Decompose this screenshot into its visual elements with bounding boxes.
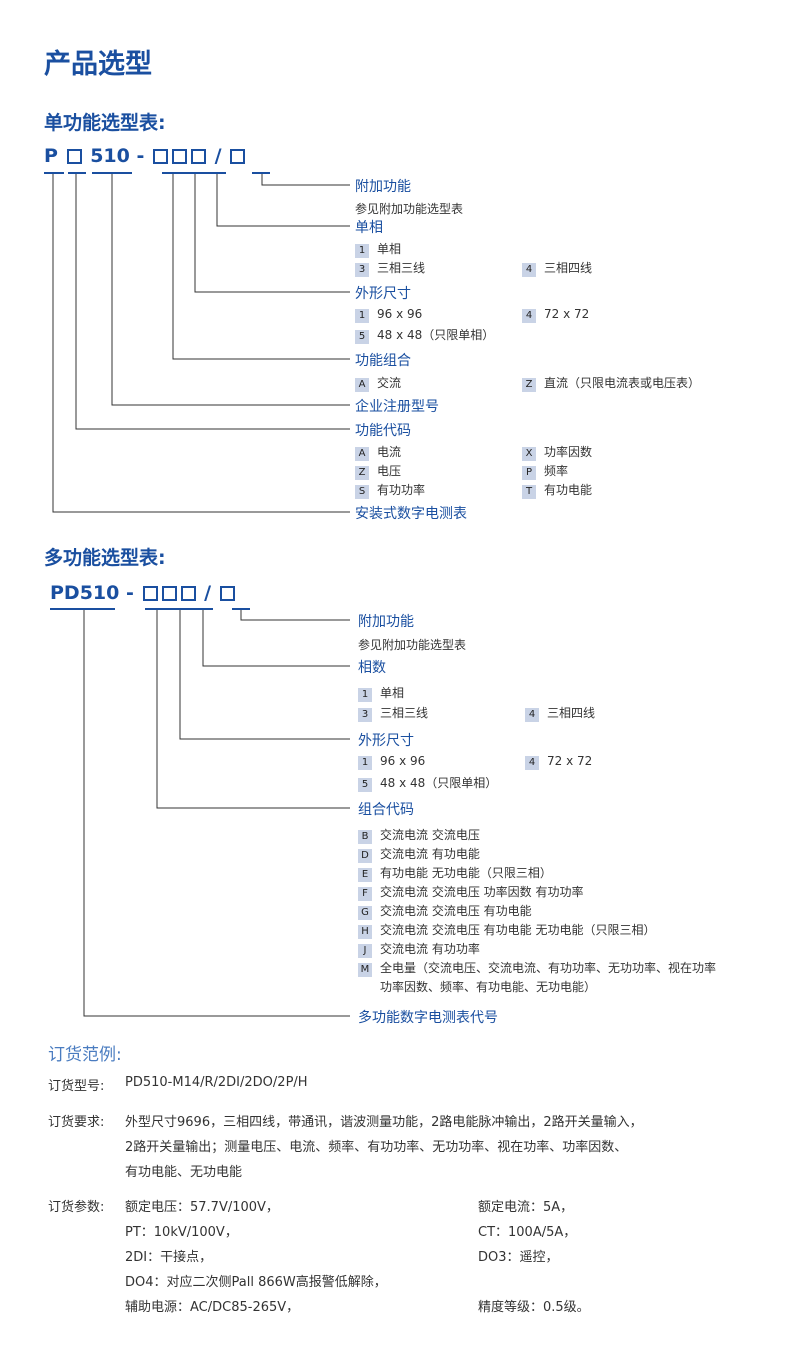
code-dash: - (136, 145, 145, 167)
page-title: 产品选型 (44, 49, 152, 80)
order-param: DO3：遥控， (478, 1250, 559, 1265)
label-combo: 功能组合 (355, 353, 411, 369)
label-func: 功能代码 (355, 423, 411, 439)
single-heading: 单功能选型表: (44, 112, 166, 134)
order-param-label: 订货参数: (48, 1200, 105, 1215)
order-heading: 订货范例: (48, 1045, 122, 1065)
order-param: 辅助电源：AC/DC85-265V， (125, 1300, 300, 1315)
code-slash: / (204, 582, 212, 604)
order-param: DO4：对应二次侧Pall 866W高报警低解除， (125, 1275, 387, 1290)
code-underline (162, 172, 226, 174)
order-req-line: 有功电能、无功电能 (125, 1165, 243, 1180)
order-param: PT：10kV/100V， (125, 1225, 238, 1240)
multi-model-code: PD510 - / (50, 582, 237, 604)
single-model-code: P 510 - / (44, 145, 247, 167)
order-param: CT：100A/5A， (478, 1225, 577, 1240)
code-slot-box (230, 149, 246, 164)
order-param: 额定电压：57.7V/100V， (125, 1200, 279, 1215)
code-prefix: P (44, 145, 58, 167)
order-req-line: 2路开关量输出；测量电压、电流、频率、有功功率、无功功率、视在功率、功率因数、 (125, 1140, 628, 1155)
order-req-line: 外型尺寸9696，三相四线，带通讯，谐波测量功能，2路电能脉冲输出，2路开关量输… (125, 1115, 643, 1130)
order-model-label: 订货型号: (48, 1079, 105, 1094)
label-reg: 企业注册型号 (355, 399, 439, 415)
order-param: 精度等级：0.5级。 (478, 1300, 590, 1315)
order-model-value: PD510-M14/R/2DI/2DO/2P/H (125, 1075, 308, 1090)
code-slot-box (153, 149, 168, 164)
label-addon: 附加功能 (358, 614, 414, 630)
list-item-continued: 功率因数、频率、有功电能、无功电能） (380, 980, 597, 994)
order-req-label: 订货要求: (48, 1115, 105, 1130)
order-param: 额定电流：5A， (478, 1200, 574, 1215)
code-underline (252, 172, 270, 174)
code-underline (232, 608, 250, 610)
code-dash: - (125, 582, 134, 604)
code-slot-box (161, 586, 177, 601)
code-underline (68, 172, 86, 174)
code-slot-box (180, 586, 196, 601)
code-underline (145, 608, 213, 610)
multi-heading: 多功能选型表: (44, 547, 166, 569)
code-underline (44, 172, 64, 174)
label-phase: 相数 (358, 660, 386, 676)
label-combo: 组合代码 (358, 802, 414, 818)
code-slot-box (142, 586, 158, 601)
label-phase: 单相 (355, 220, 383, 236)
label-shape: 外形尺寸 (358, 733, 414, 749)
order-param: 2DI：干接点， (125, 1250, 213, 1265)
label-meter: 多功能数字电测表代号 (358, 1010, 498, 1026)
code-slot-box (172, 149, 187, 164)
code-slot-box (66, 149, 82, 164)
code-slash: / (214, 145, 222, 167)
code-prefix: PD510 (50, 582, 120, 604)
label-meter: 安装式数字电测表 (355, 506, 467, 522)
code-underline (50, 608, 115, 610)
label-addon: 附加功能 (355, 179, 411, 195)
code-underline (92, 172, 132, 174)
code-slot-box (219, 586, 235, 601)
label-shape: 外形尺寸 (355, 286, 411, 302)
code-slot-box (191, 149, 206, 164)
code-number: 510 (90, 145, 130, 167)
addon-note: 参见附加功能选型表 (355, 202, 464, 216)
addon-note: 参见附加功能选型表 (358, 638, 467, 652)
